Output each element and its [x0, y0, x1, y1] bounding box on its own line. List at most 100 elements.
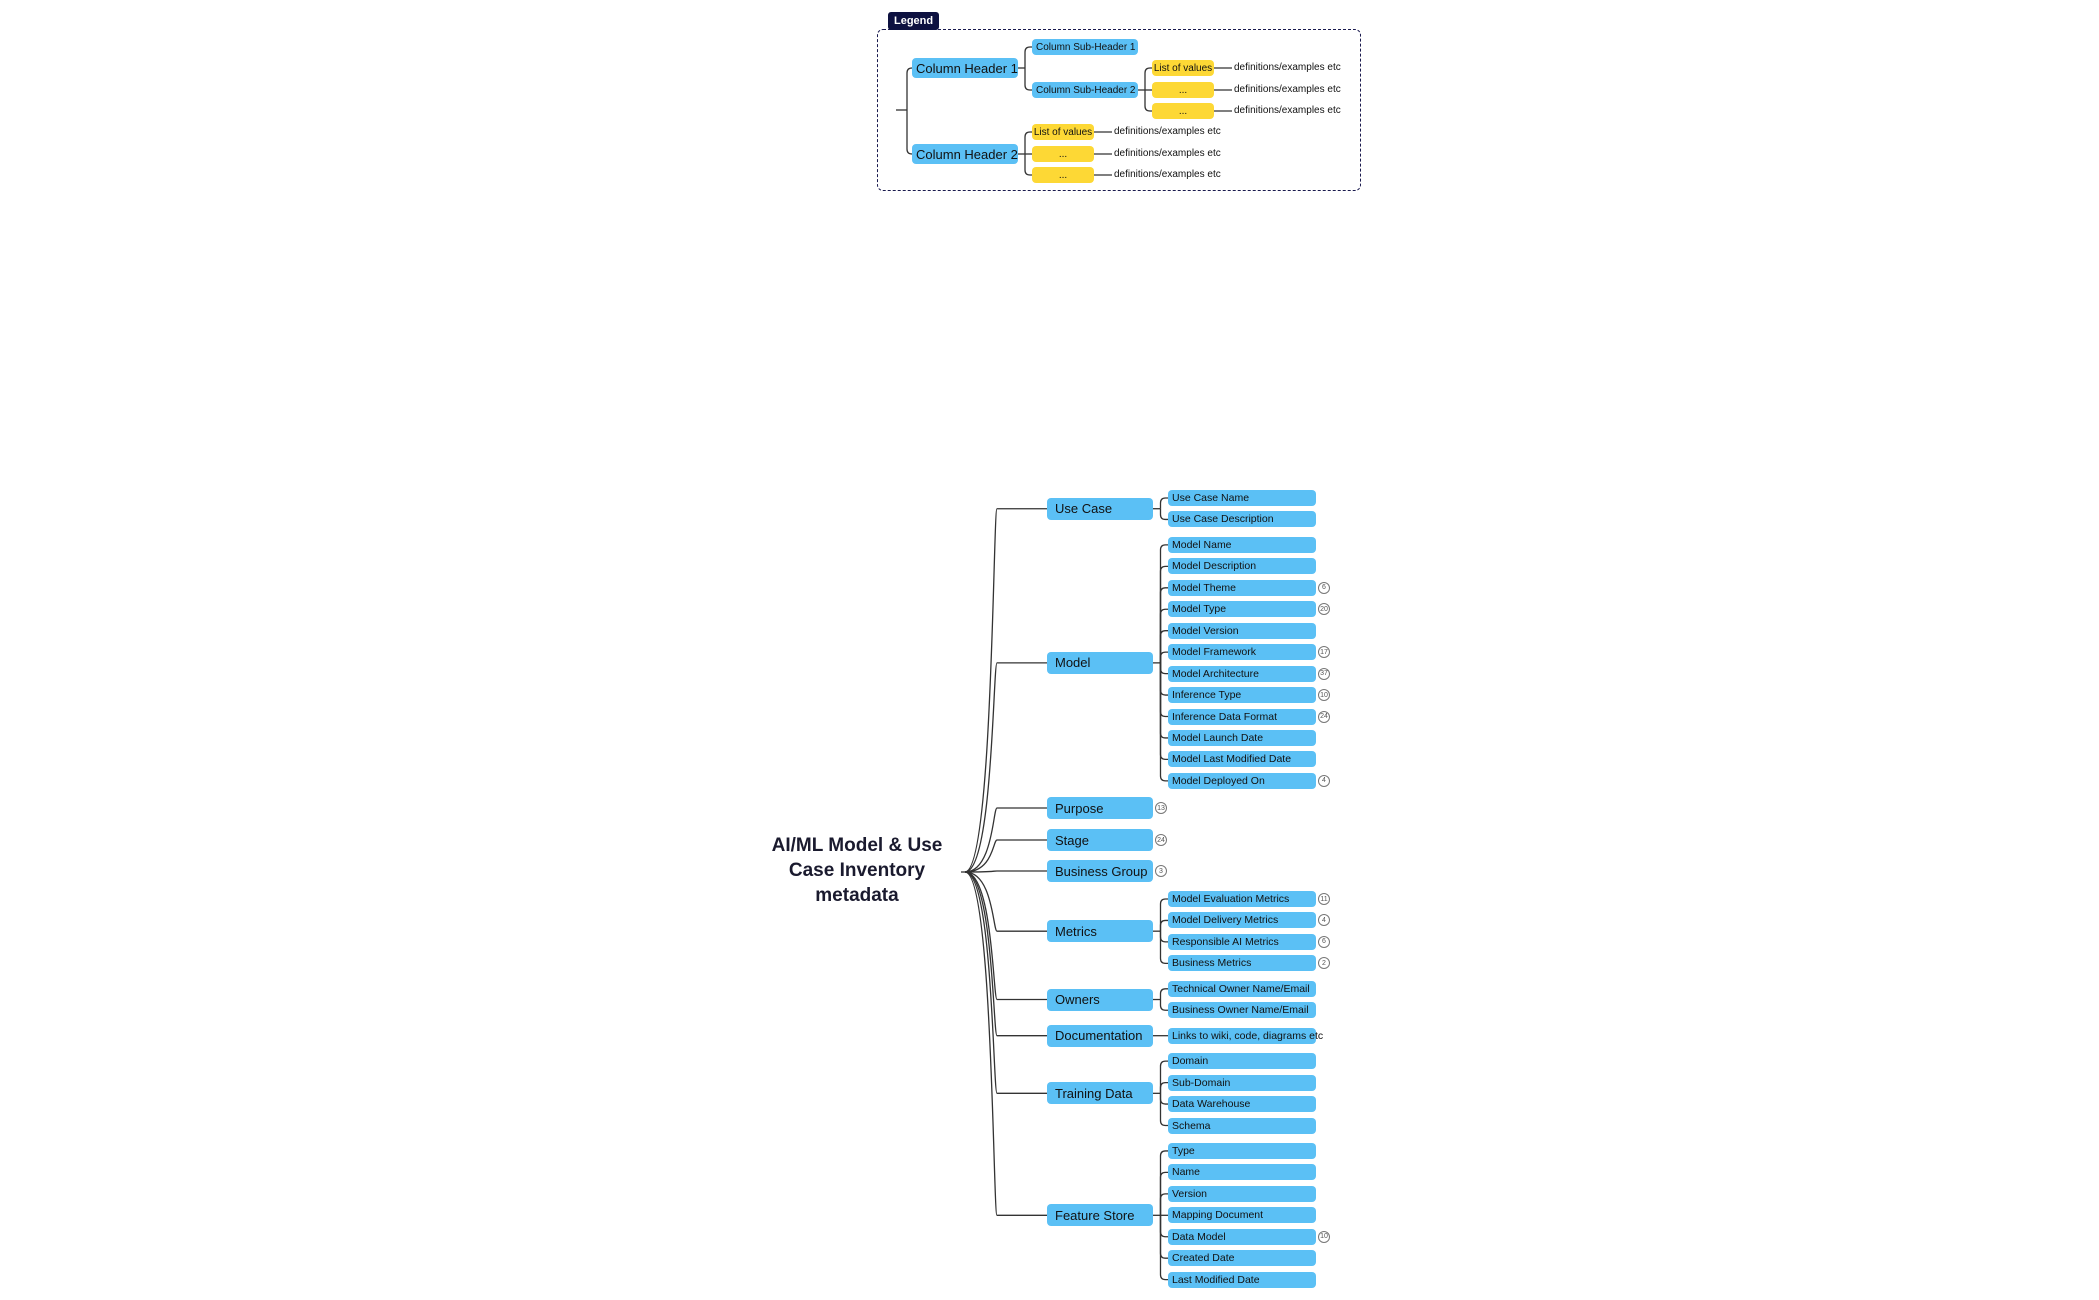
- subtopic-data-warehouse[interactable]: Data Warehouse: [1168, 1096, 1316, 1113]
- subtopic-connector: [1159, 999, 1168, 1011]
- subtopic-type[interactable]: Type: [1168, 1142, 1316, 1159]
- legend-values-connector: [1144, 67, 1152, 90]
- subtopic-connector: [1159, 1081, 1168, 1094]
- subtopic-use-case-name[interactable]: Use Case Name: [1168, 490, 1316, 506]
- subtopic-technical-owner-name-email[interactable]: Technical Owner Name/Email: [1168, 980, 1316, 997]
- topic-business-group[interactable]: Business Group: [1047, 860, 1153, 882]
- count-badge[interactable]: 10: [1318, 689, 1330, 702]
- subtopic-model-theme[interactable]: Model Theme: [1168, 579, 1316, 596]
- subtopic-model-launch-date[interactable]: Model Launch Date: [1168, 729, 1316, 746]
- topic-model[interactable]: Model: [1047, 651, 1153, 674]
- count-badge[interactable]: 2: [1318, 957, 1330, 970]
- count-badge[interactable]: 4: [1318, 914, 1330, 927]
- legend-title: Legend: [888, 12, 940, 30]
- subtopic-connector: [1159, 1060, 1168, 1094]
- topic-connector: [964, 871, 1047, 932]
- subtopic-connector: [1159, 587, 1168, 663]
- definition-text: definitions/examples etc: [1114, 148, 1221, 159]
- topic-connector: [964, 870, 1047, 873]
- topic-training-data[interactable]: Training Data: [1047, 1082, 1153, 1105]
- subtopic-last-modified-date[interactable]: Last Modified Date: [1168, 1271, 1316, 1288]
- subtopic-model-evaluation-metrics[interactable]: Model Evaluation Metrics: [1168, 891, 1316, 907]
- count-badge[interactable]: 20: [1318, 603, 1330, 616]
- count-badge[interactable]: 37: [1318, 667, 1330, 680]
- topic-owners[interactable]: Owners: [1047, 988, 1153, 1011]
- topic-stage[interactable]: Stage: [1047, 829, 1153, 851]
- subtopic-connector: [1159, 608, 1168, 663]
- subtopic-model-type[interactable]: Model Type: [1168, 601, 1316, 618]
- subtopic-connector: [1159, 662, 1168, 675]
- subtopic-links-to-wiki-code-diagrams-etc[interactable]: Links to wiki, code, diagrams etc: [1168, 1027, 1323, 1044]
- count-badge[interactable]: 13: [1155, 802, 1167, 814]
- subtopic-use-case-description[interactable]: Use Case Description: [1168, 511, 1316, 528]
- subtopic-responsible-ai-metrics[interactable]: Responsible AI Metrics: [1168, 933, 1316, 950]
- topic-purpose[interactable]: Purpose: [1047, 797, 1153, 819]
- legend-value-[interactable]: ...: [1032, 146, 1094, 162]
- subtopic-connector: [1159, 1150, 1168, 1216]
- subtopic-connector: [1159, 1171, 1168, 1216]
- subtopic-created-date[interactable]: Created Date: [1168, 1250, 1316, 1267]
- subtopic-mapping-document[interactable]: Mapping Document: [1168, 1207, 1316, 1224]
- subtopic-schema[interactable]: Schema: [1168, 1117, 1316, 1134]
- topic-feature-store[interactable]: Feature Store: [1047, 1204, 1153, 1227]
- subtopic-inference-data-format[interactable]: Inference Data Format: [1168, 708, 1316, 725]
- count-badge[interactable]: 3: [1155, 865, 1167, 877]
- definition-text: definitions/examples etc: [1234, 105, 1341, 116]
- legend-sub-connector: [1024, 68, 1032, 91]
- legend-column-header-2[interactable]: Column Header 2: [912, 144, 1018, 164]
- subtopic-connector: [1159, 1215, 1168, 1281]
- legend-panel: [877, 29, 1361, 191]
- subtopic-connector: [1159, 662, 1168, 782]
- subtopic-model-description[interactable]: Model Description: [1168, 558, 1316, 575]
- subtopic-model-framework[interactable]: Model Framework: [1168, 644, 1316, 661]
- legend-column-subheader-2[interactable]: Column Sub-Header 2: [1032, 82, 1138, 98]
- subtopic-business-owner-name-email[interactable]: Business Owner Name/Email: [1168, 1002, 1316, 1019]
- legend-column-header-1[interactable]: Column Header 1: [912, 58, 1018, 78]
- subtopic-model-delivery-metrics[interactable]: Model Delivery Metrics: [1168, 912, 1316, 929]
- subtopic-model-name[interactable]: Model Name: [1168, 536, 1316, 553]
- topic-use-case[interactable]: Use Case: [1047, 497, 1153, 520]
- count-badge[interactable]: 6: [1318, 581, 1330, 594]
- subtopic-name[interactable]: Name: [1168, 1164, 1316, 1181]
- subtopic-connector: [1159, 1215, 1168, 1238]
- count-badge[interactable]: 6: [1318, 935, 1330, 948]
- subtopic-connector: [1159, 662, 1168, 718]
- subtopic-domain[interactable]: Domain: [1168, 1053, 1316, 1070]
- subtopic-data-model[interactable]: Data Model: [1168, 1228, 1316, 1245]
- root-topic[interactable]: AI/ML Model & Use Case Inventory metadat…: [771, 835, 943, 906]
- subtopic-model-architecture[interactable]: Model Architecture: [1168, 665, 1316, 682]
- subtopic-connector: [1159, 1093, 1168, 1127]
- count-badge[interactable]: 24: [1318, 710, 1330, 723]
- subtopic-model-last-modified-date[interactable]: Model Last Modified Date: [1168, 751, 1316, 768]
- legend-sub-connector: [1024, 46, 1032, 68]
- legend-column-subheader-1[interactable]: Column Sub-Header 1: [1032, 39, 1138, 55]
- topic-metrics[interactable]: Metrics: [1047, 920, 1153, 943]
- legend-value-list-of-values[interactable]: List of values: [1152, 60, 1214, 76]
- subtopic-inference-type[interactable]: Inference Type: [1168, 687, 1316, 704]
- subtopic-sub-domain[interactable]: Sub-Domain: [1168, 1074, 1316, 1091]
- legend-values-connector: [1024, 131, 1032, 154]
- subtopic-connector: [1159, 565, 1168, 663]
- subtopic-version[interactable]: Version: [1168, 1185, 1316, 1202]
- subtopic-connector: [1159, 662, 1168, 761]
- topic-connector: [964, 508, 1047, 873]
- count-badge[interactable]: 11: [1318, 893, 1330, 905]
- legend-value-[interactable]: ...: [1152, 82, 1214, 98]
- subtopic-business-metrics[interactable]: Business Metrics: [1168, 955, 1316, 972]
- topic-connector: [964, 871, 1047, 1216]
- legend-value-[interactable]: ...: [1032, 167, 1094, 183]
- definition-text: definitions/examples etc: [1114, 169, 1221, 180]
- count-badge[interactable]: 17: [1318, 646, 1330, 659]
- legend-value-list-of-values[interactable]: List of values: [1032, 124, 1094, 140]
- topic-documentation[interactable]: Documentation: [1047, 1024, 1153, 1047]
- count-badge[interactable]: 10: [1318, 1230, 1330, 1243]
- subtopic-model-deployed-on[interactable]: Model Deployed On: [1168, 772, 1316, 789]
- count-badge[interactable]: 4: [1318, 774, 1330, 787]
- count-badge[interactable]: 24: [1155, 834, 1167, 846]
- definition-text: definitions/examples etc: [1234, 84, 1341, 95]
- subtopic-connector: [1159, 988, 1168, 1000]
- legend-value-[interactable]: ...: [1152, 103, 1214, 119]
- subtopic-connector: [1159, 508, 1168, 521]
- subtopic-connector: [1159, 1093, 1168, 1105]
- subtopic-model-version[interactable]: Model Version: [1168, 622, 1316, 639]
